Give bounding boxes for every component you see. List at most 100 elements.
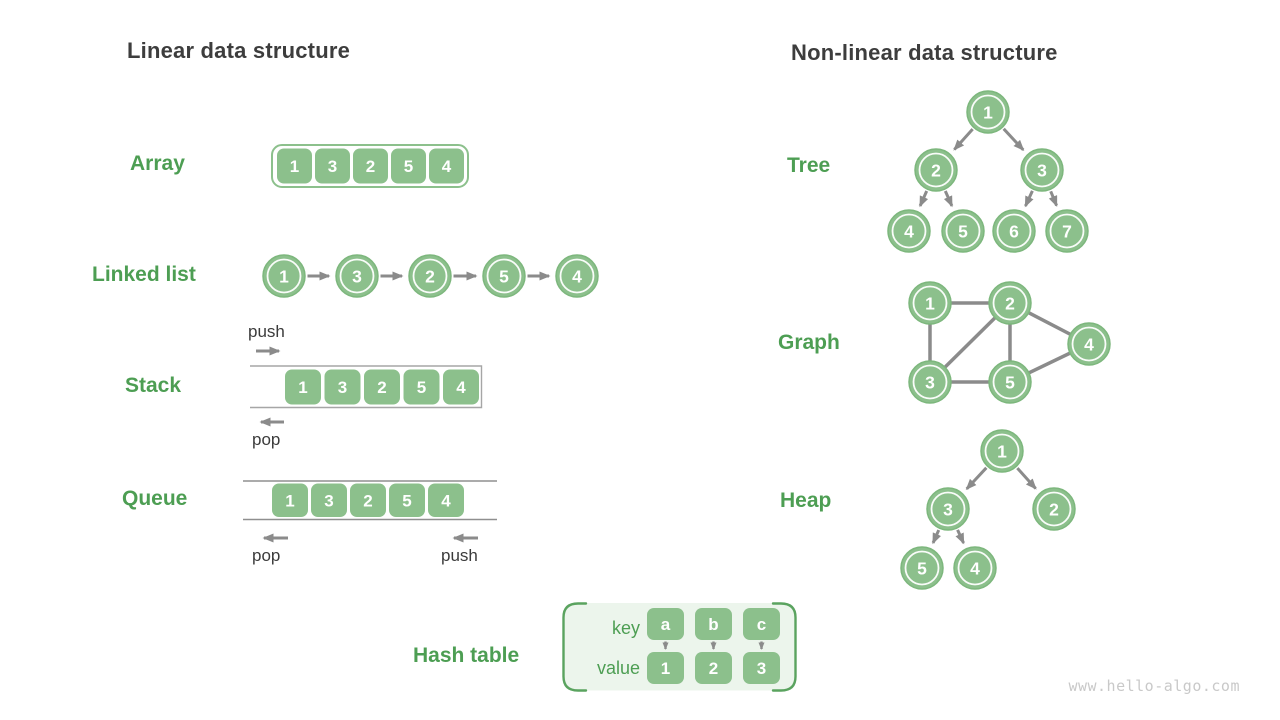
stack-pop-label: pop: [252, 430, 281, 449]
queue-cell-value: 5: [402, 491, 411, 510]
linked-list-node: [408, 254, 452, 298]
array-cell: [391, 148, 426, 184]
heap-edge-arrow: [955, 529, 965, 545]
queue-label: Queue: [122, 487, 188, 510]
heap-node-value: 3: [943, 500, 953, 520]
tree-edge-arrow: [953, 128, 974, 151]
hash-table-container: [563, 603, 796, 691]
graph-node-value: 3: [925, 373, 935, 393]
watermark: www.hello-algo.com: [1068, 677, 1240, 695]
linked-list-node: [335, 254, 379, 298]
hash-key-cell-value: b: [708, 615, 718, 634]
heap-node-ring: [1036, 491, 1072, 527]
heap-node-value: 2: [1049, 500, 1059, 520]
queue-cell: [272, 483, 308, 517]
stack-cell: [364, 369, 400, 405]
heap-label: Heap: [780, 489, 832, 512]
heap-node-ring: [957, 550, 993, 586]
heap-node-value: 4: [970, 559, 980, 579]
linked-list-node-ring: [559, 258, 595, 294]
graph-node-ring: [992, 364, 1028, 400]
stack-push-label: push: [248, 322, 285, 341]
heap-node-ring: [984, 433, 1020, 469]
linked-list-node-value: 2: [425, 267, 435, 287]
array-cell: [353, 148, 388, 184]
linked-list-node-value: 4: [572, 267, 582, 287]
linked-list-node-value: 1: [279, 267, 289, 287]
queue-cell-value: 2: [363, 491, 372, 510]
heap-node-ring: [904, 550, 940, 586]
heap-node-value: 5: [917, 559, 927, 579]
heap-node: [953, 546, 997, 590]
tree-label: Tree: [787, 154, 831, 177]
heap-node: [1032, 487, 1076, 531]
hash-value-cell: [743, 652, 780, 684]
tree-node: [1045, 209, 1089, 253]
tree-edge-arrow: [1024, 190, 1034, 208]
linked-list-node: [555, 254, 599, 298]
stack-cell-value: 3: [338, 378, 347, 397]
tree-node-ring: [970, 94, 1006, 130]
linked-list-node-value: 5: [499, 267, 509, 287]
graph-node: [1067, 322, 1111, 366]
tree-node-value: 2: [931, 161, 941, 181]
graph-node-value: 2: [1005, 294, 1015, 314]
graph-node-ring: [912, 364, 948, 400]
hash-value-cell-value: 1: [661, 659, 670, 678]
hash-bracket-right: [771, 602, 797, 692]
tree-node-ring: [1024, 152, 1060, 188]
graph-node-ring: [1071, 326, 1107, 362]
tree-edge-arrow: [943, 190, 954, 208]
nonlinear-title: Non-linear data structure: [791, 40, 1058, 65]
array-cell-value: 3: [328, 157, 337, 176]
graph-node-value: 1: [925, 294, 935, 314]
array-cell: [315, 148, 350, 184]
array-cell: [429, 148, 464, 184]
hash-key-cell-value: a: [661, 615, 671, 634]
linked-list-label: Linked list: [92, 263, 196, 286]
linked-list-node-ring: [266, 258, 302, 294]
hash-key-label: key: [611, 618, 640, 638]
tree-node: [992, 209, 1036, 253]
hash-key-cell: [695, 608, 732, 640]
graph-node: [988, 360, 1032, 404]
queue-cell: [389, 483, 425, 517]
tree-node-ring: [945, 213, 981, 249]
linked-list-node-ring: [339, 258, 375, 294]
tree-edge-arrow: [1002, 127, 1025, 151]
graph-node-ring: [912, 285, 948, 321]
linked-list-node-ring: [412, 258, 448, 294]
array-label: Array: [130, 152, 185, 175]
tree-node-ring: [891, 213, 927, 249]
tree-edge-arrow: [918, 190, 929, 208]
hash-key-cell: [743, 608, 780, 640]
tree-edge-arrow: [1048, 190, 1058, 207]
graph-node-value: 4: [1084, 335, 1094, 355]
hash-value-label: value: [596, 658, 640, 678]
heap-node: [926, 487, 970, 531]
heap-node-value: 1: [997, 442, 1007, 462]
tree-node-value: 6: [1009, 222, 1019, 242]
linked-list-node-value: 3: [352, 267, 362, 287]
heap-edge-arrow: [1016, 467, 1037, 490]
queue-cell-value: 3: [324, 491, 333, 510]
hash-key-cell: [647, 608, 684, 640]
array-cell: [277, 148, 312, 184]
stack-cell-value: 2: [377, 378, 386, 397]
queue-cell: [428, 483, 464, 517]
array-cell-value: 2: [366, 157, 375, 176]
stack-cell: [285, 369, 321, 405]
heap-node: [980, 429, 1024, 473]
linked-list-node-ring: [486, 258, 522, 294]
heap-node: [900, 546, 944, 590]
hash-value-cell: [695, 652, 732, 684]
array-cell-value: 1: [290, 157, 299, 176]
tree-node-value: 7: [1062, 222, 1072, 242]
queue-cell: [350, 483, 386, 517]
heap-edge-arrow: [931, 529, 942, 545]
linear-title: Linear data structure: [127, 38, 351, 63]
tree-node: [887, 209, 931, 253]
queue-push-label: push: [441, 546, 478, 565]
